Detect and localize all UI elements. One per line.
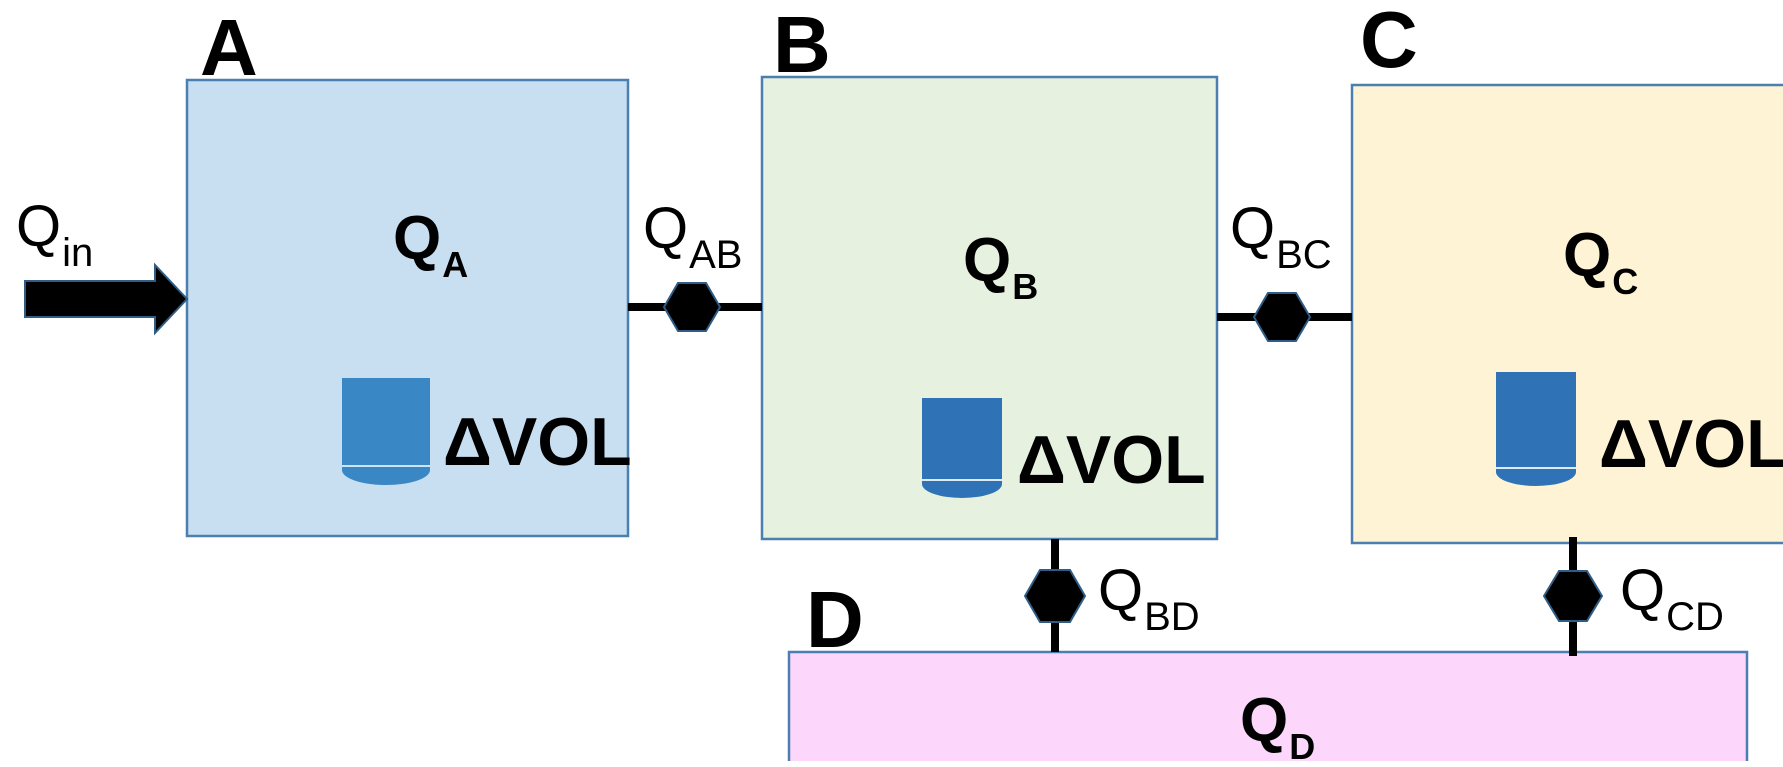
box-a-letter: A xyxy=(200,3,258,92)
pipe-bd-label: QBD xyxy=(1098,562,1200,638)
hexagon-valve-icon xyxy=(1252,292,1312,342)
storage-cylinder-icon xyxy=(342,378,430,485)
pipe-cd-label: QCD xyxy=(1620,562,1724,638)
flow-sub: C xyxy=(1612,261,1639,302)
flow-sub: BD xyxy=(1144,595,1200,639)
pipe-ab-label: QAB xyxy=(643,200,742,276)
right-arrow-icon xyxy=(24,262,189,336)
box-b-flow-label: QB xyxy=(963,230,1038,305)
flow-main: Q xyxy=(1230,196,1276,261)
hexagon-valve-icon xyxy=(662,282,722,332)
storage-cylinder-icon xyxy=(922,398,1002,498)
flow-main: Q xyxy=(963,226,1012,295)
flow-main: Q xyxy=(1620,558,1666,623)
box-c-flow-label: QC xyxy=(1563,225,1638,300)
flow-sub: D xyxy=(1289,726,1316,767)
box-c-letter: C xyxy=(1360,0,1418,84)
flow-sub: AB xyxy=(689,233,743,277)
pipe-bc-label: QBC xyxy=(1230,200,1332,276)
hexagon-valve-icon xyxy=(1023,569,1087,623)
inflow-label: Qin xyxy=(16,198,93,274)
flow-main: Q xyxy=(1098,558,1144,623)
flow-sub: A xyxy=(442,244,469,285)
box-a-flow-label: QA xyxy=(393,208,468,283)
flow-sub: BC xyxy=(1276,233,1332,277)
flow-sub: CD xyxy=(1666,595,1724,639)
box-b-volume-label: ΔVOL xyxy=(1017,422,1206,498)
flow-main: Q xyxy=(1563,221,1612,290)
hexagon-valve-icon xyxy=(1542,570,1604,622)
flow-main: Q xyxy=(393,204,442,273)
box-d xyxy=(787,650,1749,761)
box-d-flow-label: QD xyxy=(1240,690,1315,765)
storage-cylinder-icon xyxy=(1496,372,1576,486)
box-c-volume-label: ΔVOL xyxy=(1599,406,1783,482)
flow-main: Q xyxy=(643,196,689,261)
flow-main: Q xyxy=(16,194,62,259)
box-a-volume-label: ΔVOL xyxy=(443,404,632,480)
box-d-letter: D xyxy=(806,575,864,664)
flow-main: Q xyxy=(1240,686,1289,755)
box-b-letter: B xyxy=(773,0,831,89)
flow-sub: B xyxy=(1012,266,1039,307)
flow-sub: in xyxy=(62,231,94,275)
